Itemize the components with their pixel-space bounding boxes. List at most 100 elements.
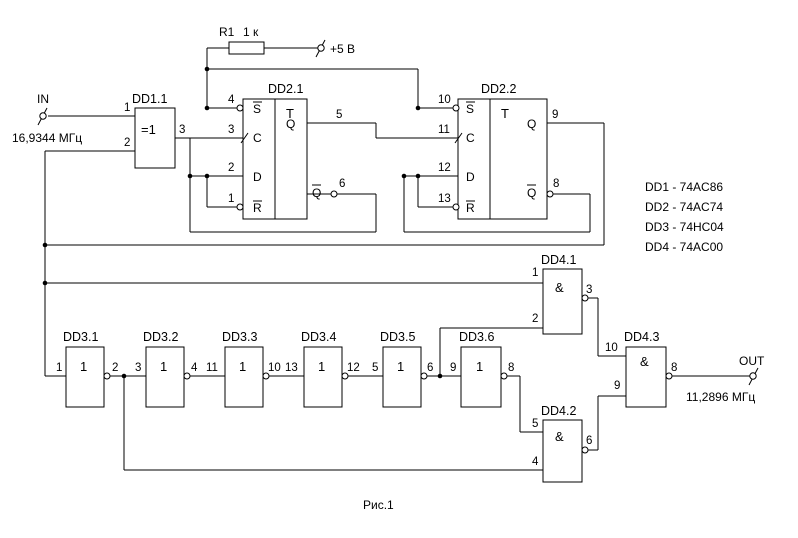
output-label: OUT	[739, 354, 765, 368]
inverter-name: DD3.3	[222, 330, 257, 344]
inverter-body	[145, 346, 185, 408]
gate-symbol: &	[640, 354, 649, 369]
inverter-body	[224, 346, 264, 408]
pin-number: 9	[552, 109, 558, 121]
pin-number: 10	[605, 342, 618, 354]
inversion-bubble	[581, 446, 589, 454]
legend-item: DD1 - 74AC86	[645, 180, 723, 194]
output-frequency: 11,2896 МГц	[686, 390, 755, 404]
junction-dot	[121, 373, 127, 379]
pin-number: 1	[228, 193, 234, 205]
pin-number: 12	[347, 362, 360, 374]
reset-input-label: R	[466, 201, 475, 215]
flipflop-dd2-2: DD2.2 T S C D R Q Q 10 11 12 13 9 8	[438, 82, 559, 220]
data-input-label: D	[253, 170, 262, 184]
gate-dd4-1: DD4.1 & 1 2 3	[532, 253, 592, 335]
pin-number: 4	[532, 456, 539, 468]
set-input-label: S	[466, 102, 474, 116]
pin-number: 2	[124, 137, 130, 149]
inverter-dd3-6: DD3.6 1 9 8	[450, 330, 514, 408]
inverter-dd3-3: DD3.3 1 11 10	[206, 330, 281, 408]
pin-number: 13	[285, 362, 298, 374]
set-input-label: S	[253, 102, 261, 116]
inverter-symbol: 1	[397, 359, 404, 374]
junction-dot	[42, 242, 48, 248]
junction-dot	[187, 173, 193, 179]
supply-terminal	[317, 44, 325, 52]
flipflop-name: DD2.2	[481, 82, 516, 96]
pin-number: 13	[438, 193, 451, 205]
inverter-symbol: 1	[476, 359, 483, 374]
resistor-value: 1 к	[243, 25, 259, 39]
inversion-bubble	[500, 372, 508, 380]
resistor-r1: R1 1 к	[219, 25, 265, 55]
resistor-name: R1	[219, 25, 235, 39]
clock-input-label: C	[253, 131, 262, 145]
inverter-symbol: 1	[160, 359, 167, 374]
input-frequency: 16,9344 МГц	[12, 131, 82, 145]
gate-name: DD4.1	[541, 253, 576, 267]
resistor-body	[228, 41, 265, 55]
junction-dot	[204, 105, 210, 111]
qbar-output-label: Q	[527, 186, 536, 200]
inversion-bubble	[452, 203, 460, 211]
junction-dot	[415, 105, 421, 111]
gate-body	[542, 419, 583, 483]
junction-dot	[204, 66, 210, 72]
pin-number: 5	[372, 362, 378, 374]
junction-dot	[415, 173, 421, 179]
inverter-body	[303, 346, 343, 408]
pin-number: 9	[450, 362, 456, 374]
pin-number: 10	[438, 94, 451, 106]
inverter-body	[460, 346, 502, 408]
junction-dot	[204, 173, 210, 179]
pin-number: 2	[228, 162, 234, 174]
input-label: IN	[37, 92, 49, 106]
gate-dd4-2: DD4.2 & 5 4 6	[532, 404, 592, 483]
pin-number: 6	[586, 435, 592, 447]
q-output-label: Q	[286, 117, 295, 131]
inverter-dd3-5: DD3.5 1 5 6	[372, 330, 433, 408]
inverter-body	[65, 346, 105, 408]
pin-number: 6	[427, 362, 433, 374]
pin-number: 4	[228, 94, 235, 106]
inverter-symbol: 1	[80, 359, 87, 374]
input-terminal	[39, 112, 47, 120]
pin-number: 5	[532, 418, 538, 430]
output-terminal	[749, 372, 757, 380]
chip-legend: DD1 - 74AC86 DD2 - 74AC74 DD3 - 74HC04 D…	[645, 180, 724, 254]
flipflop-body	[457, 98, 548, 220]
inverter-dd3-4: DD3.4 1 13 12	[285, 330, 360, 408]
inverter-dd3-2: DD3.2 1 3 4	[135, 330, 198, 408]
inverter-symbol: 1	[318, 359, 325, 374]
flipflop-symbol: T	[286, 106, 294, 121]
pin-number: 11	[438, 124, 450, 136]
inverter-body	[382, 346, 422, 408]
inversion-bubble	[452, 104, 460, 112]
gate-symbol: &	[555, 429, 564, 444]
inverter-name: DD3.6	[459, 330, 494, 344]
pin-number: 3	[135, 362, 141, 374]
inverter-symbol: 1	[239, 359, 246, 374]
inversion-bubble	[665, 372, 673, 380]
gate-symbol: &	[555, 280, 564, 295]
q-output-label: Q	[527, 117, 536, 131]
inversion-bubble	[330, 190, 338, 198]
terminal-markers	[37, 39, 759, 386]
flipflop-name: DD2.1	[268, 82, 303, 96]
reset-input-label: R	[253, 201, 262, 215]
junction-dots	[42, 66, 443, 379]
inversion-bubble	[341, 372, 349, 380]
gate-dd4-3: DD4.3 & 10 9 8	[605, 330, 677, 408]
pin-number: 8	[508, 362, 514, 374]
pin-number: 8	[553, 178, 559, 190]
qbar-output-label: Q	[312, 186, 321, 200]
gate-dd1-1: DD1.1 =1 1 2 3	[124, 92, 185, 169]
pin-number: 3	[586, 284, 592, 296]
inversion-bubble	[183, 372, 191, 380]
pin-number: 6	[339, 178, 345, 190]
flipflop-dd2-1: DD2.1 T S C D R Q Q 4 3 2 1 5 6	[228, 82, 345, 220]
inversion-bubble	[103, 372, 111, 380]
inverter-name: DD3.2	[143, 330, 178, 344]
